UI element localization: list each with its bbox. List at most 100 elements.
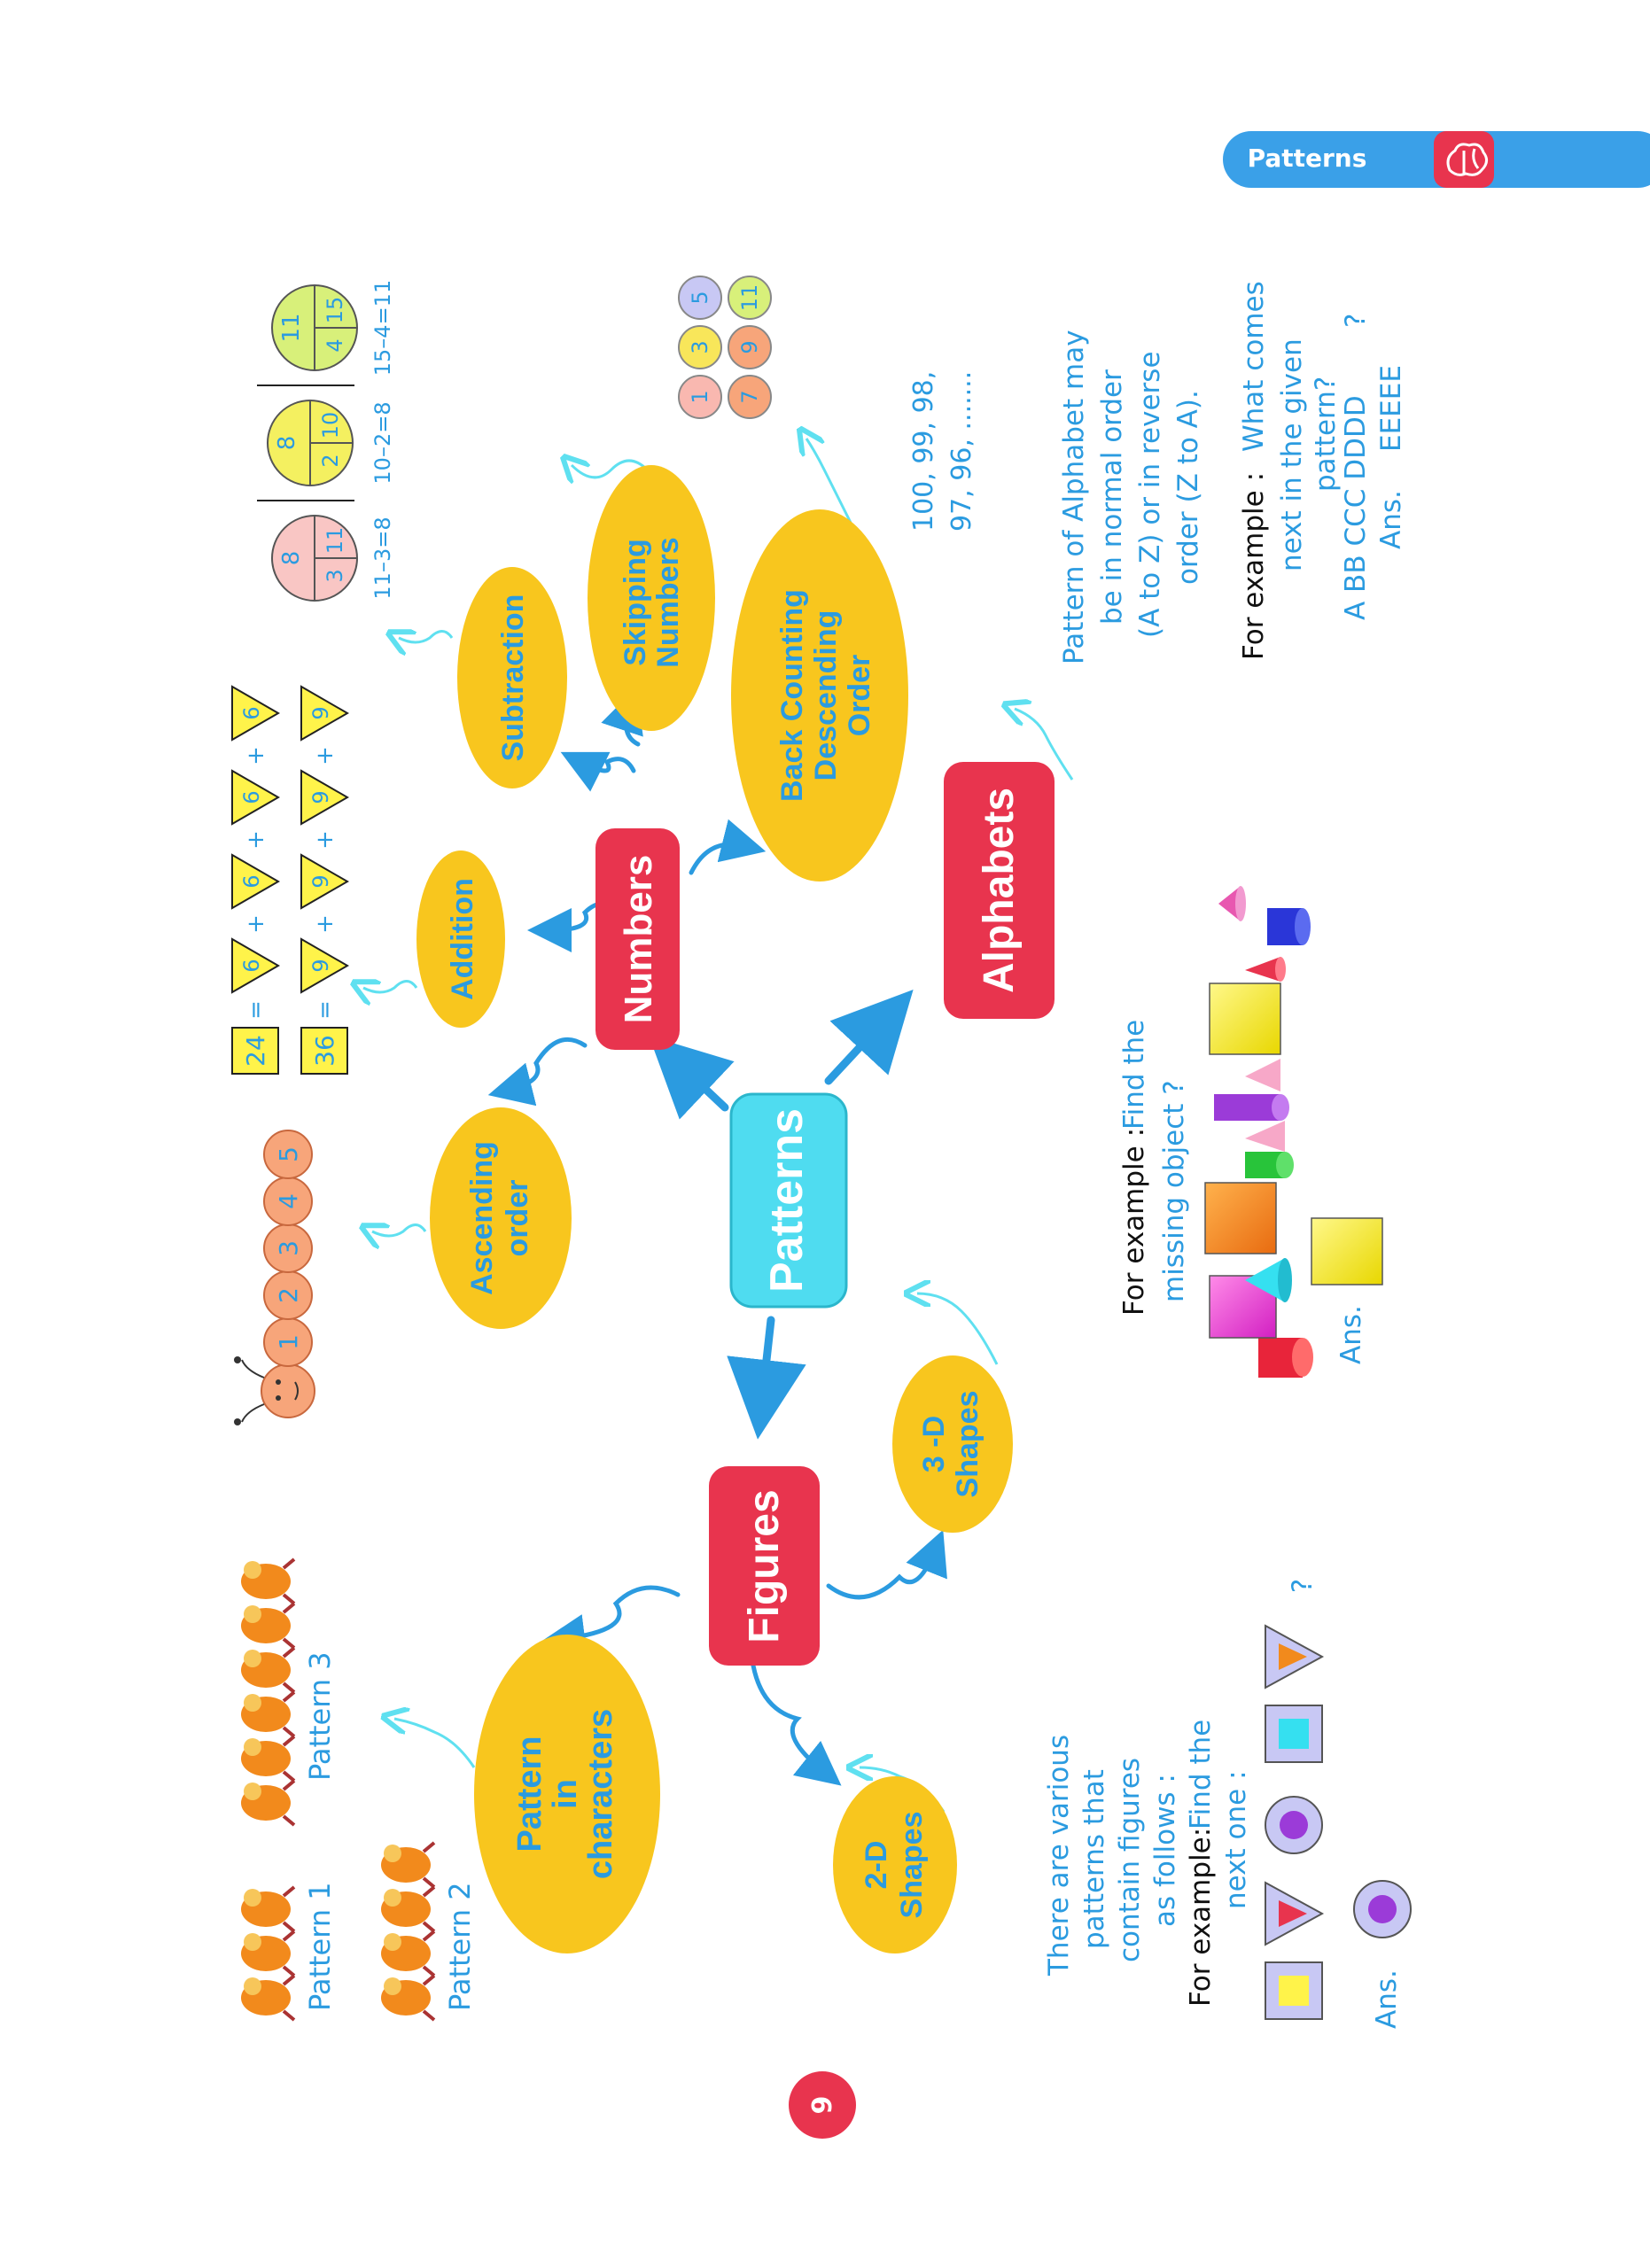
node-2d-shapes: 2-D Shapes [833,1776,957,1953]
shapes-2d-example-q2: next one : [1220,1770,1252,1909]
example-connectors [363,439,1074,1813]
addition-row1-op-1: = [243,1000,269,1020]
node-back-counting-label-3: Order [843,655,876,737]
node-2d-label-2: Shapes [895,1812,929,1919]
addition-row2-term-3: 9 [308,790,333,804]
addition-row2-term-2: 9 [308,874,333,888]
cone-icon [1245,1121,1285,1152]
branch-alphabets-label: Alphabets [976,788,1023,993]
addition-row1-op-3: + [243,830,269,850]
shapes-3d-example-q2: missing object ? [1158,1080,1190,1302]
skip-num-7: 7 [737,390,762,403]
shapes-3d-sequence: ? [1204,886,1313,1378]
triangle-icon [300,685,350,742]
alphabet-explanation: Pattern of Alphabet may be in normal ord… [1058,281,1407,664]
addition-row1-term-1: 6 [239,959,264,972]
subtraction-2-caption: 10–2=8 [370,401,395,484]
alphabet-line-4: order (Z to A). [1172,390,1204,585]
cartoon-character-icon [241,1779,296,1827]
cylinder-icon [1258,1338,1313,1378]
subtraction-1-top: 8 [278,551,305,566]
node-subtraction: Subtraction [457,567,567,788]
caterpillar-example: 1 2 3 4 5 [234,1130,315,1425]
shapes-2d-explanation: There are various patterns that contain … [1043,1579,1412,2029]
triangle-icon [300,937,350,994]
alphabet-example-q3: pattern? [1310,377,1342,492]
answer-cone-icon [1218,886,1246,921]
caterpillar-num-4: 4 [274,1193,303,1209]
cartoon-character-icon [241,1646,296,1694]
back-counting-line-2: 97, 96, ....... [946,371,977,532]
subtraction-circle-2: 8 2 10 10–2=8 [267,400,395,486]
addition-row1-term-3: 6 [239,790,264,804]
caterpillar-num-5: 5 [274,1146,303,1162]
character-patterns: Pattern 1 Pattern 2 Pattern 3 [241,1557,477,2022]
node-pattern-in-characters: Pattern in characters [474,1635,660,1953]
shapes-2d-line-2: patterns that [1078,1769,1110,1949]
node-back-counting-label-1: Back Counting [775,589,809,802]
node-skipping-label-1: Skipping [619,539,652,666]
page-number-badge: 9 [789,2071,856,2139]
node-ascending-order: Ascending order [430,1107,572,1329]
triangle-icon [300,769,350,826]
alphabet-question-mark: ? [1340,314,1372,328]
branch-figures: Figures [709,1466,820,1666]
cylinder-icon [1214,1094,1289,1121]
subtraction-circle-3: 11 4 15 15–4=11 [271,280,395,376]
branch-numbers-label: Numbers [617,855,660,1024]
node-skipping-numbers: Skipping Numbers [588,465,715,731]
alphabet-line-1: Pattern of Alphabet may [1058,330,1090,664]
shapes-3d-example-prefix: For example : [1118,1128,1150,1316]
cartoon-character-icon [381,1930,436,1977]
node-characters-label-2: in [547,1779,584,1809]
addition-row2-op-2: + [312,914,339,934]
brain-icon [1446,143,1488,176]
subtraction-3-left: 4 [323,338,347,352]
skip-num-1: 1 [688,390,712,403]
triangle-icon [231,685,281,742]
pattern-3-label: Pattern 3 [303,1651,337,1781]
main-connectors [649,990,914,1440]
subtraction-2-left: 2 [318,454,343,467]
subtraction-circle-1: 8 3 11 11–3=8 [271,515,395,602]
caterpillar-num-3: 3 [274,1240,303,1256]
subtraction-1-right: 11 [323,527,347,555]
addition-row2-op-3: + [312,830,339,850]
triangle-icon [231,853,281,910]
addition-row2-term-4: 9 [308,706,333,719]
pattern-2-figures [381,1841,436,2022]
node-3d-shapes: 3 -D Shapes [892,1355,1013,1533]
skip-num-5: 5 [688,291,712,304]
alphabet-example-q2: next in the given [1276,338,1308,571]
triangle-icon [300,853,350,910]
alphabet-answer: EEEEE [1375,365,1407,452]
back-counting-example: 100, 99, 98, 97, 96, ....... [908,371,977,532]
node-addition: Addition [416,850,505,1028]
pattern-3-figures [241,1557,296,1827]
cube-icon [1209,983,1281,1055]
cartoon-character-icon [241,1557,296,1605]
shapes-2d-ans-label: Ans. [1371,1969,1403,2029]
alphabet-line-3: (A to Z) or in reverse [1134,351,1166,638]
pattern-1-label: Pattern 1 [303,1882,337,2011]
cartoon-character-icon [381,1841,436,1889]
skip-num-3: 3 [688,340,712,353]
triangle-icon [231,769,281,826]
answer-cube-icon [1311,1217,1383,1285]
caterpillar-segments: 1 2 3 4 5 [263,1130,313,1367]
sub-connectors [487,687,947,1786]
addition-row1-term-2: 6 [239,874,264,888]
subtraction-2-top: 8 [274,436,300,451]
caterpillar-head [261,1363,315,1418]
shapes-3d-ans-label: Ans. [1335,1305,1367,1364]
header-tab-label: Patterns [1248,144,1367,173]
center-node: Patterns [729,1092,848,1309]
square-icon [1265,1705,1323,1763]
shapes-2d-line-1: There are various [1043,1735,1075,1977]
node-ascending-label-1: Ascending [465,1141,499,1295]
branch-alphabets: Alphabets [944,762,1055,1019]
node-addition-label: Addition [446,878,479,1000]
subtraction-1-caption: 11–3=8 [370,517,395,599]
pattern-2-label: Pattern 2 [443,1882,477,2011]
